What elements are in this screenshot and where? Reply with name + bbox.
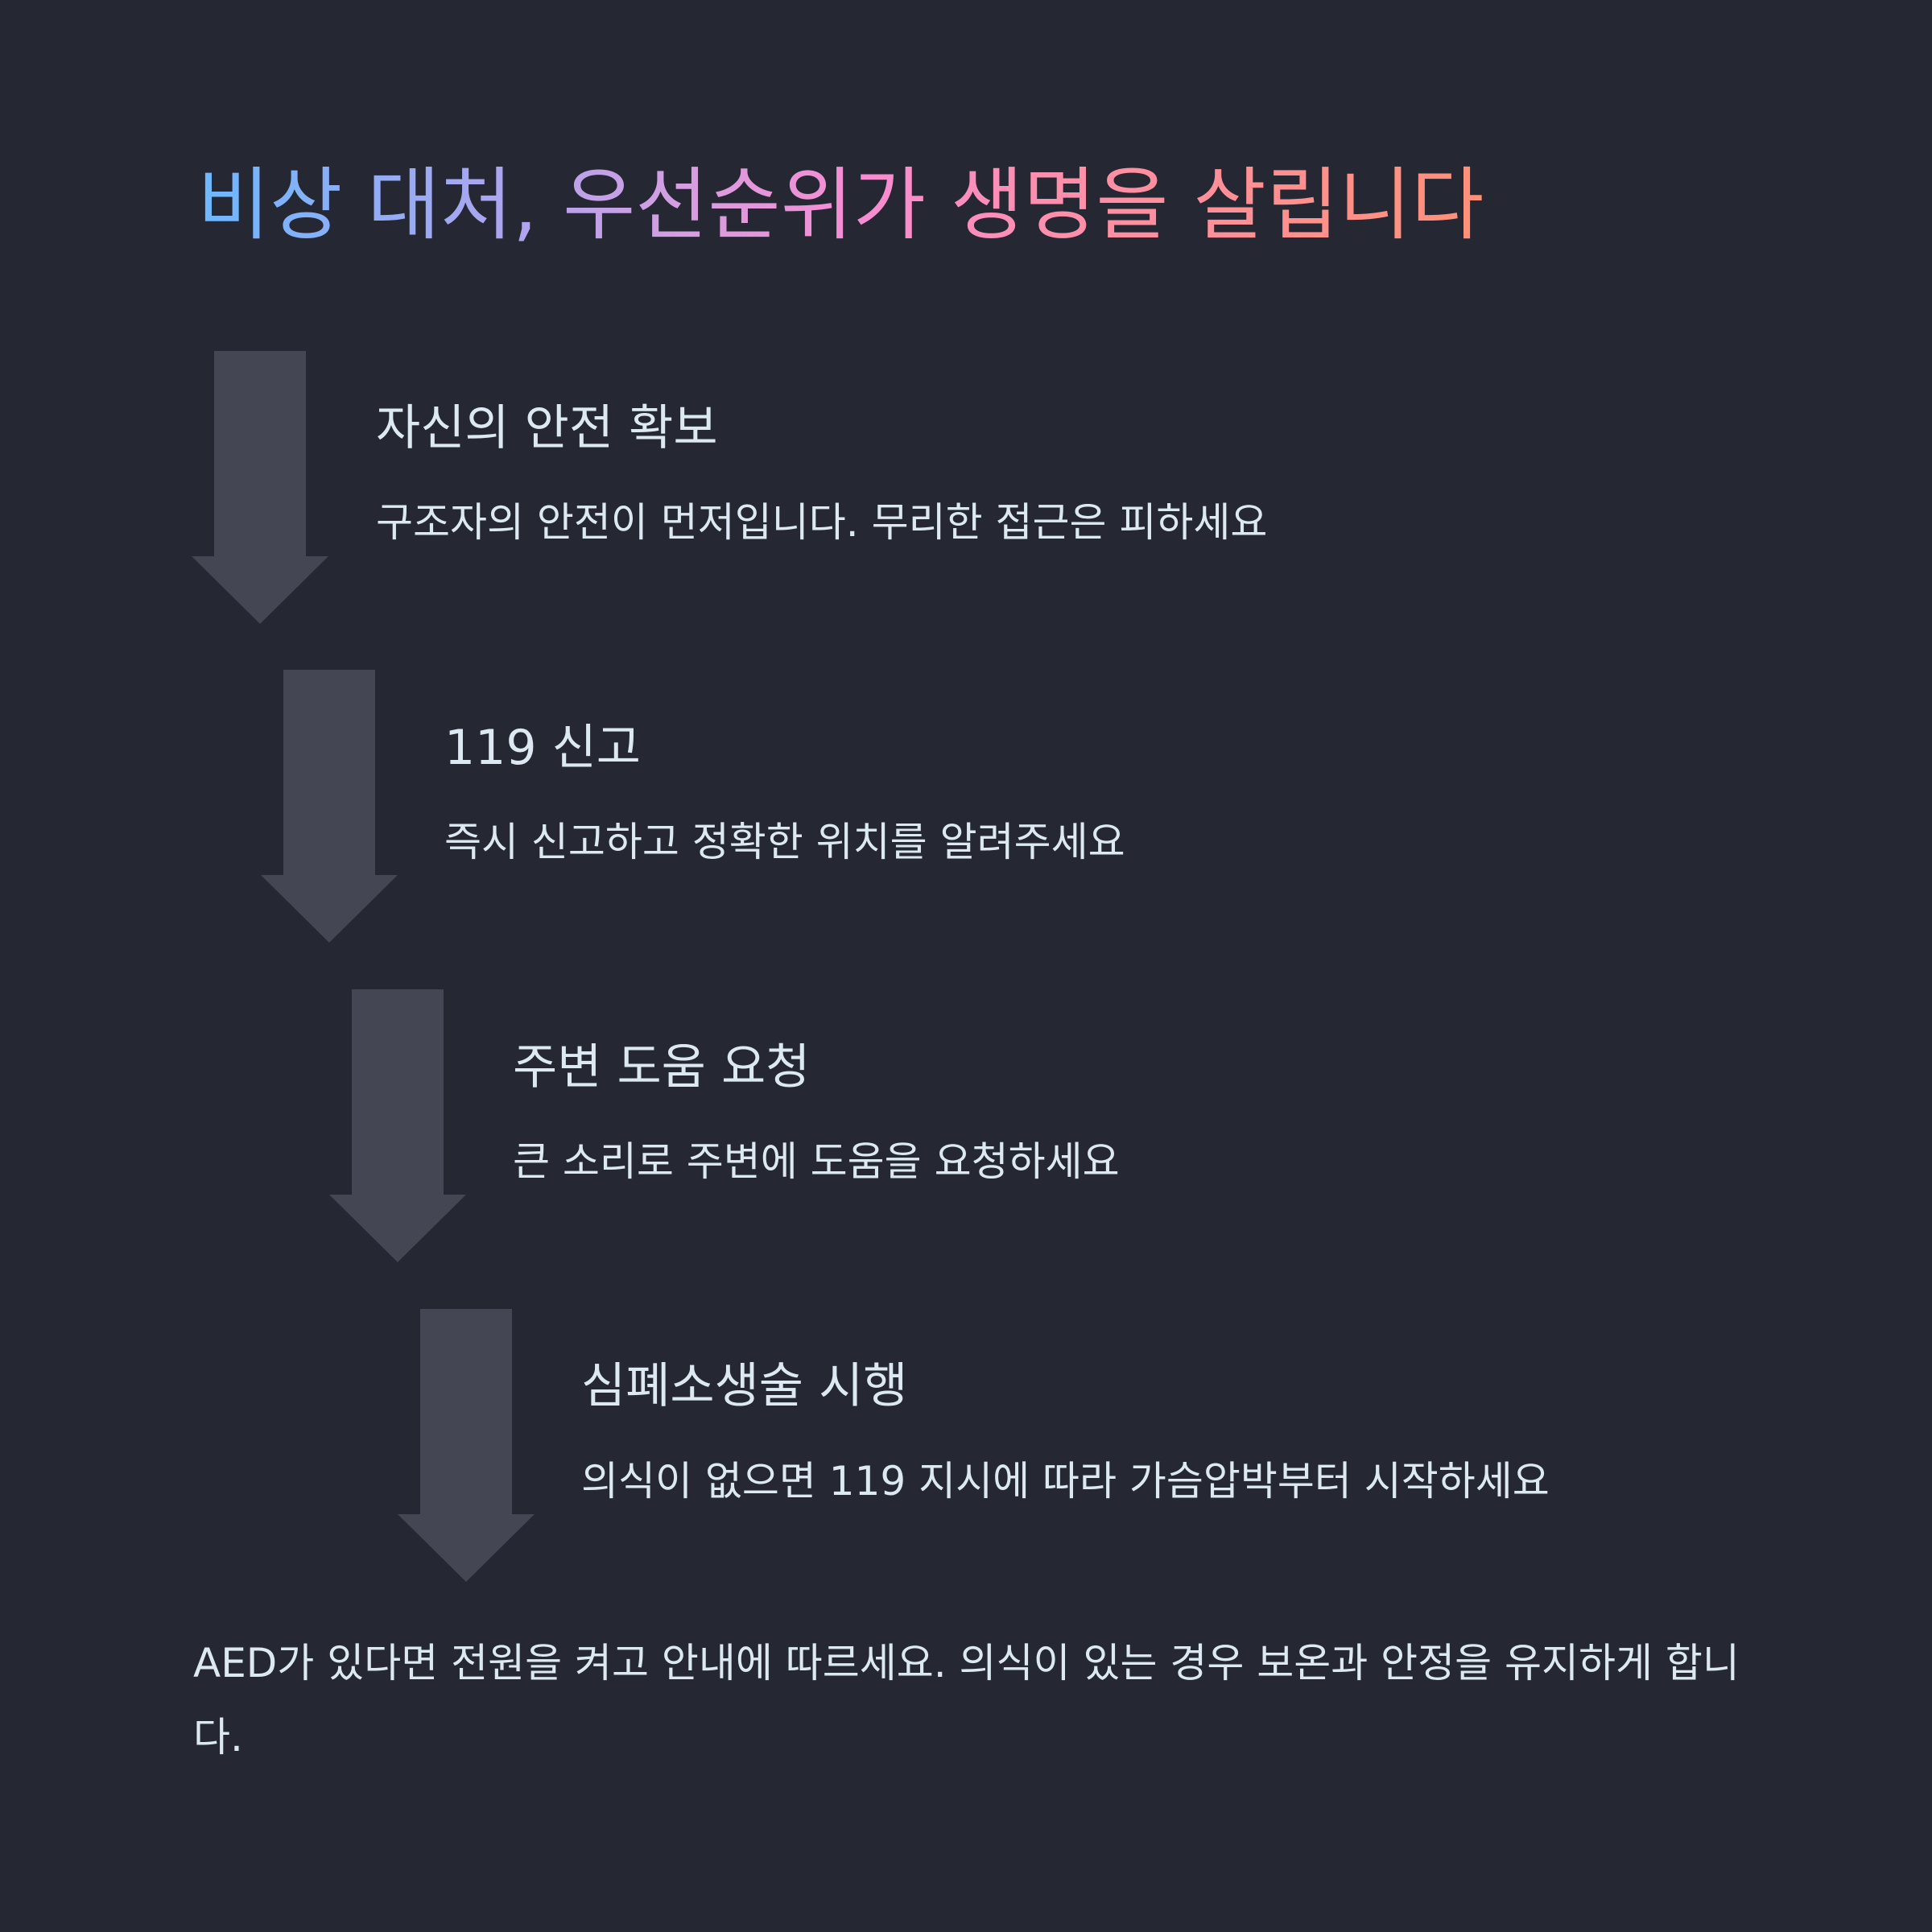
step-description: 구조자의 안전이 먼저입니다. 무리한 접근은 피하세요 (376, 499, 1268, 546)
arrow-down-icon (398, 1309, 535, 1583)
arrow-down-icon (192, 351, 328, 625)
step-title: 자신의 안전 확보 (376, 400, 718, 456)
step-description: 의식이 없으면 119 지시에 따라 가슴압박부터 시작하세요 (581, 1458, 1550, 1505)
step-description: 즉시 신고하고 정확한 위치를 알려주세요 (444, 819, 1125, 865)
footer-note: AED가 있다면 전원을 켜고 안내에 따르세요. 의식이 있는 경우 보온과 … (193, 1640, 1740, 1761)
step-title: 119 신고 (444, 720, 641, 776)
step-description: 큰 소리로 주변에 도움을 요청하세요 (513, 1138, 1120, 1185)
step-title: 심폐소생술 시행 (581, 1358, 908, 1414)
page-title: 비상 대처, 우선순위가 생명을 살립니다 (197, 149, 1484, 262)
step-title: 주변 도움 요청 (513, 1039, 811, 1096)
arrow-down-icon (329, 989, 466, 1263)
arrow-down-icon (261, 670, 398, 943)
